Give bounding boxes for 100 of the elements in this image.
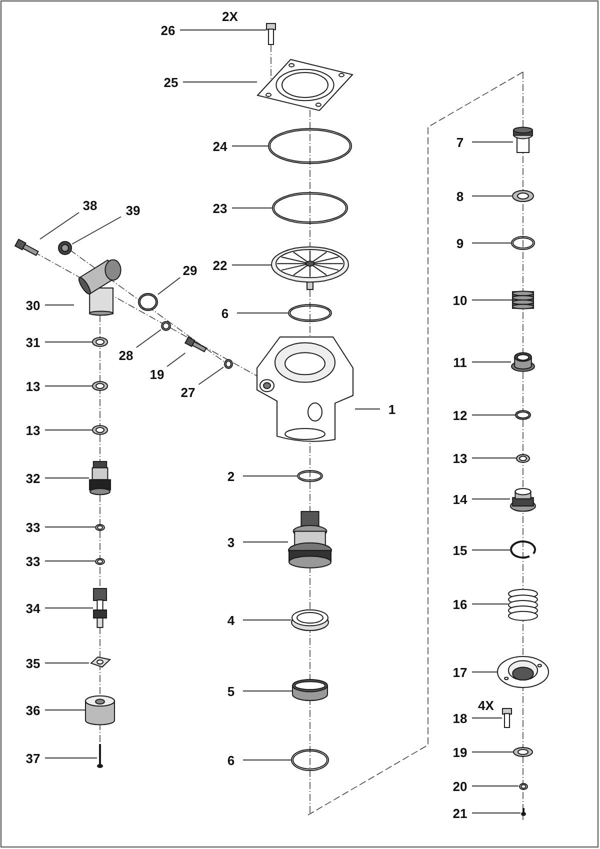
quantity-label: 4X <box>477 698 495 713</box>
callout-number: 20 <box>448 778 472 794</box>
callout-number: 33 <box>21 554 45 568</box>
retaining-ring-drawing <box>510 541 536 559</box>
callout-number: 2 <box>219 468 243 484</box>
pin-drawing <box>520 808 526 816</box>
callout-number: 1 <box>380 402 404 416</box>
leader-line <box>136 329 162 348</box>
callout-number: 28 <box>114 348 138 362</box>
callout-number: 35 <box>21 656 45 670</box>
valve-stem-drawing <box>93 588 107 628</box>
o-ring-drawing <box>268 128 352 164</box>
seat-ring-drawing <box>291 609 329 631</box>
o-ring-drawing <box>224 359 232 369</box>
bolt-drawing <box>502 708 512 728</box>
callout-number: 11 <box>448 354 472 370</box>
leader-line <box>72 216 122 245</box>
washer-drawing <box>95 558 105 564</box>
leader-line <box>44 560 96 562</box>
piston-drawing <box>288 511 332 569</box>
callout-number: 9 <box>448 236 472 250</box>
callout-number: 30 <box>21 298 45 312</box>
plug-drawing <box>58 241 72 255</box>
spring-drawing <box>512 289 534 311</box>
washer-drawing <box>513 747 533 757</box>
callout-number: 33 <box>21 520 45 534</box>
callout-number: 24 <box>208 138 232 154</box>
callout-number: 22 <box>208 258 232 272</box>
diaphragm-drawing <box>271 246 349 290</box>
callout-number: 37 <box>21 750 45 766</box>
o-ring-drawing <box>138 293 158 311</box>
washer-drawing <box>92 425 108 435</box>
callout-number: 21 <box>448 806 472 820</box>
callout-number: 6 <box>213 306 237 320</box>
o-ring-drawing <box>297 470 323 482</box>
o-ring-drawing <box>511 236 535 250</box>
callout-number: 14 <box>448 492 472 506</box>
leader-line <box>472 242 512 244</box>
callout-number: 10 <box>448 292 472 308</box>
nut-drawing <box>510 488 536 512</box>
bolt-drawing <box>14 239 40 257</box>
pin-drawing <box>97 744 103 768</box>
callout-number: 19 <box>448 744 472 760</box>
callout-number: 13 <box>21 422 45 438</box>
washer-drawing <box>95 524 105 530</box>
callout-number: 26 <box>156 22 180 38</box>
callout-number: 19 <box>145 366 169 382</box>
leader-line <box>44 662 90 664</box>
callout-number: 6 <box>219 752 243 768</box>
cup-ring-drawing <box>292 679 328 701</box>
callout-number: 4 <box>219 612 243 628</box>
callout-number: 18 <box>448 710 472 726</box>
washer-drawing <box>92 337 108 347</box>
callout-number: 23 <box>208 200 232 216</box>
washer-drawing <box>516 454 530 462</box>
o-ring-drawing <box>161 321 171 331</box>
leader-line <box>472 812 521 814</box>
valve-housing-drawing <box>255 335 355 445</box>
o-ring-drawing <box>515 410 531 420</box>
callout-number: 29 <box>178 262 202 278</box>
o-ring-drawing <box>291 749 329 771</box>
callout-number: 16 <box>448 596 472 612</box>
bolt-drawing <box>266 23 276 45</box>
plate-drawing <box>89 656 111 668</box>
callout-number: 38 <box>78 198 102 212</box>
leader-line <box>44 304 74 306</box>
leader-line <box>236 312 288 314</box>
spring-drawing <box>508 589 538 621</box>
callout-number: 13 <box>448 450 472 466</box>
callout-number: 3 <box>219 534 243 550</box>
leader-line <box>472 414 516 416</box>
callout-number: 7 <box>448 134 472 150</box>
leader-line <box>472 498 510 500</box>
leader-line <box>158 277 181 295</box>
callout-number: 8 <box>448 188 472 204</box>
bolt-drawing <box>184 337 208 353</box>
cartridge-drawing <box>89 461 111 495</box>
quantity-label: 2X <box>221 9 239 24</box>
washer-drawing <box>92 381 108 391</box>
callout-number: 13 <box>21 378 45 394</box>
washer-drawing <box>512 190 534 202</box>
cap-drawing <box>85 695 115 725</box>
o-ring-drawing <box>288 304 332 322</box>
cover-plate-drawing <box>257 59 353 111</box>
seat-drawing <box>511 352 535 372</box>
callout-number: 17 <box>448 664 472 680</box>
leader-line <box>166 352 186 367</box>
callout-number: 36 <box>21 702 45 718</box>
callout-number: 31 <box>21 334 45 350</box>
washer-drawing <box>518 782 528 790</box>
callout-number: 15 <box>448 542 472 558</box>
callout-number: 32 <box>21 470 45 486</box>
leader-line <box>232 264 272 266</box>
leader-line <box>354 408 380 410</box>
leader-line <box>198 366 224 385</box>
leader-line <box>242 690 292 692</box>
insert-drawing <box>513 127 533 153</box>
callout-number: 39 <box>121 202 145 218</box>
callout-number: 5 <box>219 684 243 698</box>
callout-number: 25 <box>159 74 183 90</box>
